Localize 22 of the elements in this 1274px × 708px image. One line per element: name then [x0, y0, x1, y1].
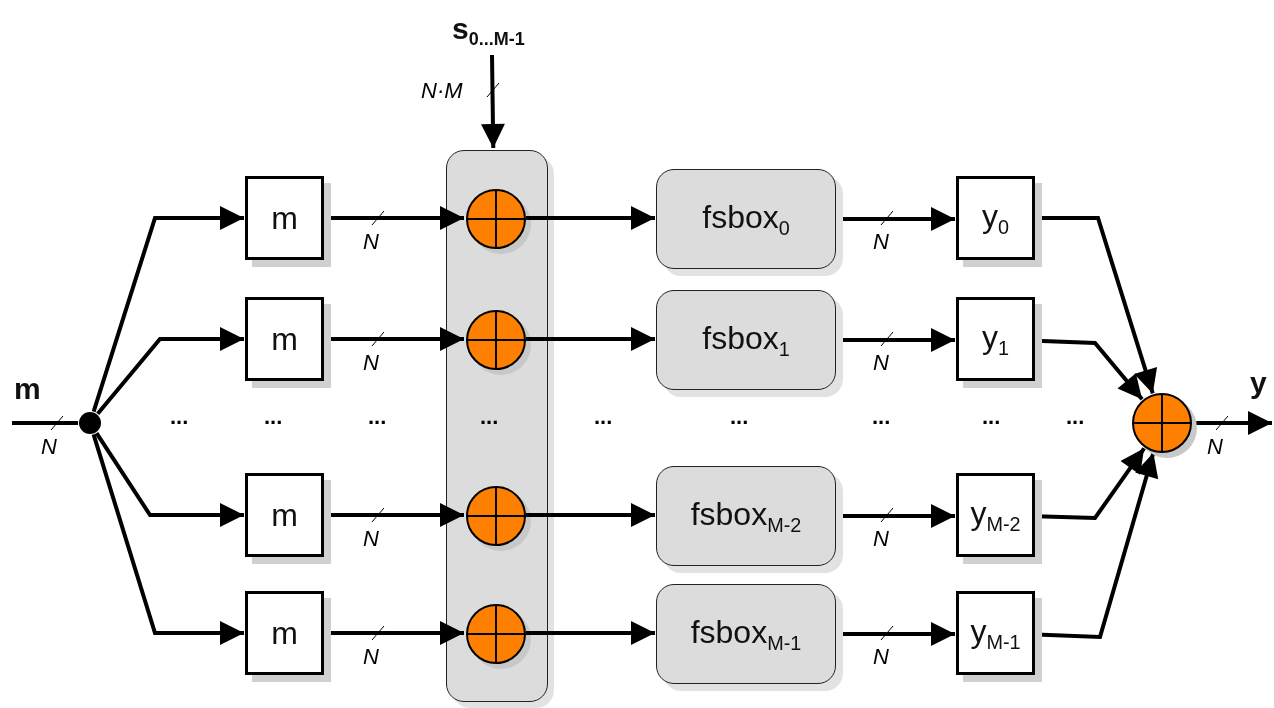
arrow [526, 206, 655, 230]
signal-label: y [1250, 366, 1267, 400]
junction-dot [79, 412, 101, 434]
arrow [480, 54, 505, 149]
ellipsis-label: ... [982, 406, 1001, 428]
arrow [526, 503, 655, 527]
signal-label: m [14, 372, 41, 406]
ellipsis-label: ... [170, 406, 189, 428]
ellipsis-label: ... [872, 406, 891, 428]
arrow [526, 621, 655, 645]
arrow [91, 433, 244, 645]
arrow [91, 206, 244, 413]
ellipsis-label: ... [368, 406, 387, 428]
ellipsis-label: ... [1066, 406, 1085, 428]
ellipsis-label: ... [264, 406, 283, 428]
ellipsis-label: ... [730, 406, 749, 428]
arrow [96, 327, 244, 416]
arrow [94, 431, 244, 527]
arrow [526, 327, 655, 351]
signal-label: s$_{0...M-1}$ [452, 12, 525, 51]
ellipsis-label: ... [480, 406, 499, 428]
ellipsis-label: ... [594, 406, 613, 428]
